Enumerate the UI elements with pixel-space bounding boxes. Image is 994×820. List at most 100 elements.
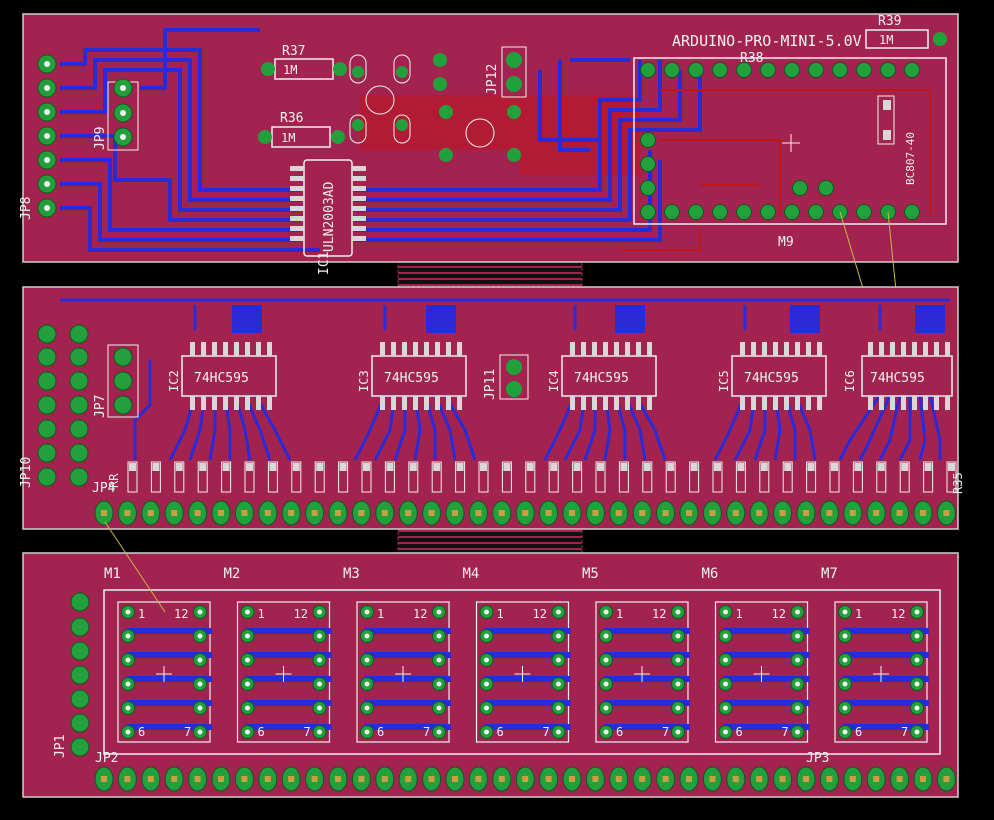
jp10-header [37,324,89,487]
resistor [712,461,723,493]
jp4-drill [101,510,107,516]
module-drill [795,609,800,615]
jp12-label: JP12 [485,64,500,95]
r36-label: R36 [280,111,303,126]
jp7-header [113,347,133,415]
bottom-drill [662,776,669,782]
module-drill [914,657,920,663]
module-drill [364,633,370,639]
module-drill [436,633,442,639]
resistor [314,461,325,493]
resistor-pad [363,463,370,471]
jp4-drill [475,510,482,516]
module-trace [365,700,451,706]
r36-value: 1M [281,131,295,145]
module-trace [365,628,451,634]
bottom-drill [592,776,599,782]
resistor-pad [550,463,558,471]
pin-6-label: 6 [616,725,623,739]
bottom-drill [498,776,505,782]
resistor [548,461,559,493]
jp4-drill [920,510,926,516]
resistor-pad [854,463,862,471]
pin-12-label: 12 [891,607,905,621]
module-drill [436,729,442,735]
jp4-drill [639,510,646,516]
bottom-drill [779,776,786,782]
module-trace [484,700,571,706]
module-drill [317,633,322,639]
module-drill [842,633,848,639]
module-trace [723,676,810,682]
jp4-drill [194,510,201,516]
resistor-pad [409,463,417,471]
resistor-pad [831,463,838,471]
module-trace [126,700,212,706]
pin-6-label: 6 [855,725,862,739]
jp4-drill [381,510,388,516]
module-body [356,601,450,743]
ic6-part-label: 74HC595 [870,371,925,386]
ic5-chip: 74HC595 IC5 [717,342,827,410]
jp11-outline [499,354,529,400]
arduino-bottom-pins [640,204,920,220]
resistor-pad [152,463,160,471]
module-trace [843,676,929,682]
module-drill [245,657,250,663]
module-drill [436,681,442,687]
module-drill [795,633,800,639]
board-bridge-upper [397,261,583,287]
bottom-drill [335,776,341,782]
module-drill [603,633,609,639]
jp4-drill [124,510,131,516]
module-trace [245,724,332,730]
jp4-drill [803,510,809,516]
jp4-drill [686,510,692,516]
jp12-header [506,52,522,92]
module-drill [245,609,250,615]
module-drill [197,729,203,735]
jp1-label: JP1 [53,735,68,758]
jp4-drill [615,510,622,516]
ic5-label: IC5 [717,370,731,392]
resistor [455,461,466,493]
resistor-pad [199,463,207,471]
resistor-pad [948,463,955,471]
pin-7-label: 7 [184,725,191,739]
resistor [431,461,442,493]
jp3-label: JP3 [806,751,829,766]
module-drill [317,705,322,711]
top-board: JP8 JP9 R37 1M R36 1M ULN2003AD IC1 [19,13,959,331]
module-body [236,601,331,743]
jp4-drill [498,510,505,516]
resistor [829,461,840,493]
resistor-pad [760,463,768,471]
resistor [595,461,606,493]
module-drill [364,657,370,663]
module-trace [484,724,571,730]
resistor-array [127,461,957,493]
pin-1-label: 1 [736,607,743,621]
resistor [946,461,957,493]
ic2-label: IC2 [167,370,181,392]
module-frame [103,589,941,755]
bottom-drill [194,776,201,782]
resistor [876,461,887,493]
resistor [572,461,583,493]
jp8-drills [44,61,50,211]
jp12-outline [501,46,527,98]
jp4-drill [662,510,669,516]
top-board-red-traces [620,89,931,251]
module-trace [843,628,929,634]
resistor-pad [480,463,487,471]
pin-6-label: 6 [377,725,384,739]
module-drill [723,729,728,735]
module-drill [723,705,728,711]
resistor-pad [316,463,324,471]
resistor-pad [714,463,721,471]
bottom-drill [405,776,412,782]
jp4-drill [826,510,833,516]
resistor [782,461,793,493]
